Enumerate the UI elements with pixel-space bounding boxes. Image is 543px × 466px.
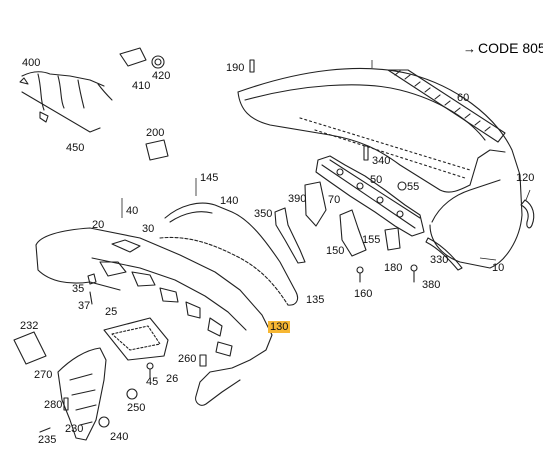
part-label-130[interactable]: 130 bbox=[268, 321, 291, 333]
part-label-235[interactable]: 235 bbox=[38, 434, 57, 446]
part-label-350[interactable]: 350 bbox=[254, 208, 273, 220]
part-label-150[interactable]: 150 bbox=[326, 245, 345, 257]
part-label-70[interactable]: 70 bbox=[328, 194, 341, 206]
center-bracket-assembly bbox=[304, 155, 425, 257]
part-label-180[interactable]: 180 bbox=[384, 262, 403, 274]
arrow-icon: → bbox=[463, 41, 476, 56]
part-label-200[interactable]: 200 bbox=[146, 127, 165, 139]
sensor-holder-200 bbox=[145, 139, 169, 161]
part-label-155[interactable]: 155 bbox=[362, 234, 381, 246]
part-label-40[interactable]: 40 bbox=[126, 205, 139, 217]
part-120-bracket bbox=[520, 199, 535, 229]
part-label-380[interactable]: 380 bbox=[422, 279, 441, 291]
leader-lines bbox=[121, 60, 531, 261]
part-label-55[interactable]: 55 bbox=[407, 181, 420, 193]
part-label-10[interactable]: 10 bbox=[492, 262, 505, 274]
fasteners bbox=[39, 59, 418, 433]
part-label-420[interactable]: 420 bbox=[152, 70, 171, 82]
part-label-30[interactable]: 30 bbox=[142, 223, 155, 235]
part-label-232[interactable]: 232 bbox=[20, 320, 39, 332]
part-330-bracket bbox=[425, 237, 463, 271]
bumper-cover bbox=[237, 67, 523, 269]
arch-liner-230 bbox=[57, 347, 107, 441]
part-label-240[interactable]: 240 bbox=[110, 431, 129, 443]
wire-harness bbox=[19, 71, 113, 133]
part-label-400[interactable]: 400 bbox=[22, 57, 41, 69]
part-label-160[interactable]: 160 bbox=[354, 288, 373, 300]
part-label-35[interactable]: 35 bbox=[72, 283, 85, 295]
part-label-26[interactable]: 26 bbox=[166, 373, 179, 385]
part-label-330[interactable]: 330 bbox=[430, 254, 449, 266]
part-label-260[interactable]: 260 bbox=[178, 353, 197, 365]
part-label-340[interactable]: 340 bbox=[372, 155, 391, 167]
code-text: CODE 805 bbox=[478, 40, 543, 56]
part-label-120[interactable]: 120 bbox=[516, 172, 535, 184]
part-label-135[interactable]: 135 bbox=[306, 294, 325, 306]
cover-plate bbox=[103, 317, 169, 361]
part-label-60[interactable]: 60 bbox=[457, 92, 470, 104]
part-label-450[interactable]: 450 bbox=[66, 142, 85, 154]
part-label-230[interactable]: 230 bbox=[65, 423, 84, 435]
part-label-270[interactable]: 270 bbox=[34, 369, 53, 381]
part-label-20[interactable]: 20 bbox=[92, 219, 105, 231]
trim-strip bbox=[387, 69, 506, 143]
part-label-145[interactable]: 145 bbox=[200, 172, 219, 184]
part-label-45[interactable]: 45 bbox=[146, 376, 159, 388]
part-label-50[interactable]: 50 bbox=[370, 174, 383, 186]
part-label-250[interactable]: 250 bbox=[127, 402, 146, 414]
part-label-25[interactable]: 25 bbox=[105, 306, 118, 318]
upper-bar-140 bbox=[159, 202, 299, 306]
panel-232 bbox=[13, 331, 47, 365]
parking-sensor bbox=[119, 47, 165, 69]
part-label-410[interactable]: 410 bbox=[132, 80, 151, 92]
code-note: →CODE 805 bbox=[463, 40, 543, 56]
part-label-280[interactable]: 280 bbox=[44, 399, 63, 411]
side-bracket-350 bbox=[274, 207, 306, 264]
part-label-37[interactable]: 37 bbox=[78, 300, 91, 312]
part-label-190[interactable]: 190 bbox=[226, 62, 245, 74]
part-label-390[interactable]: 390 bbox=[288, 193, 307, 205]
part-label-140[interactable]: 140 bbox=[220, 195, 239, 207]
